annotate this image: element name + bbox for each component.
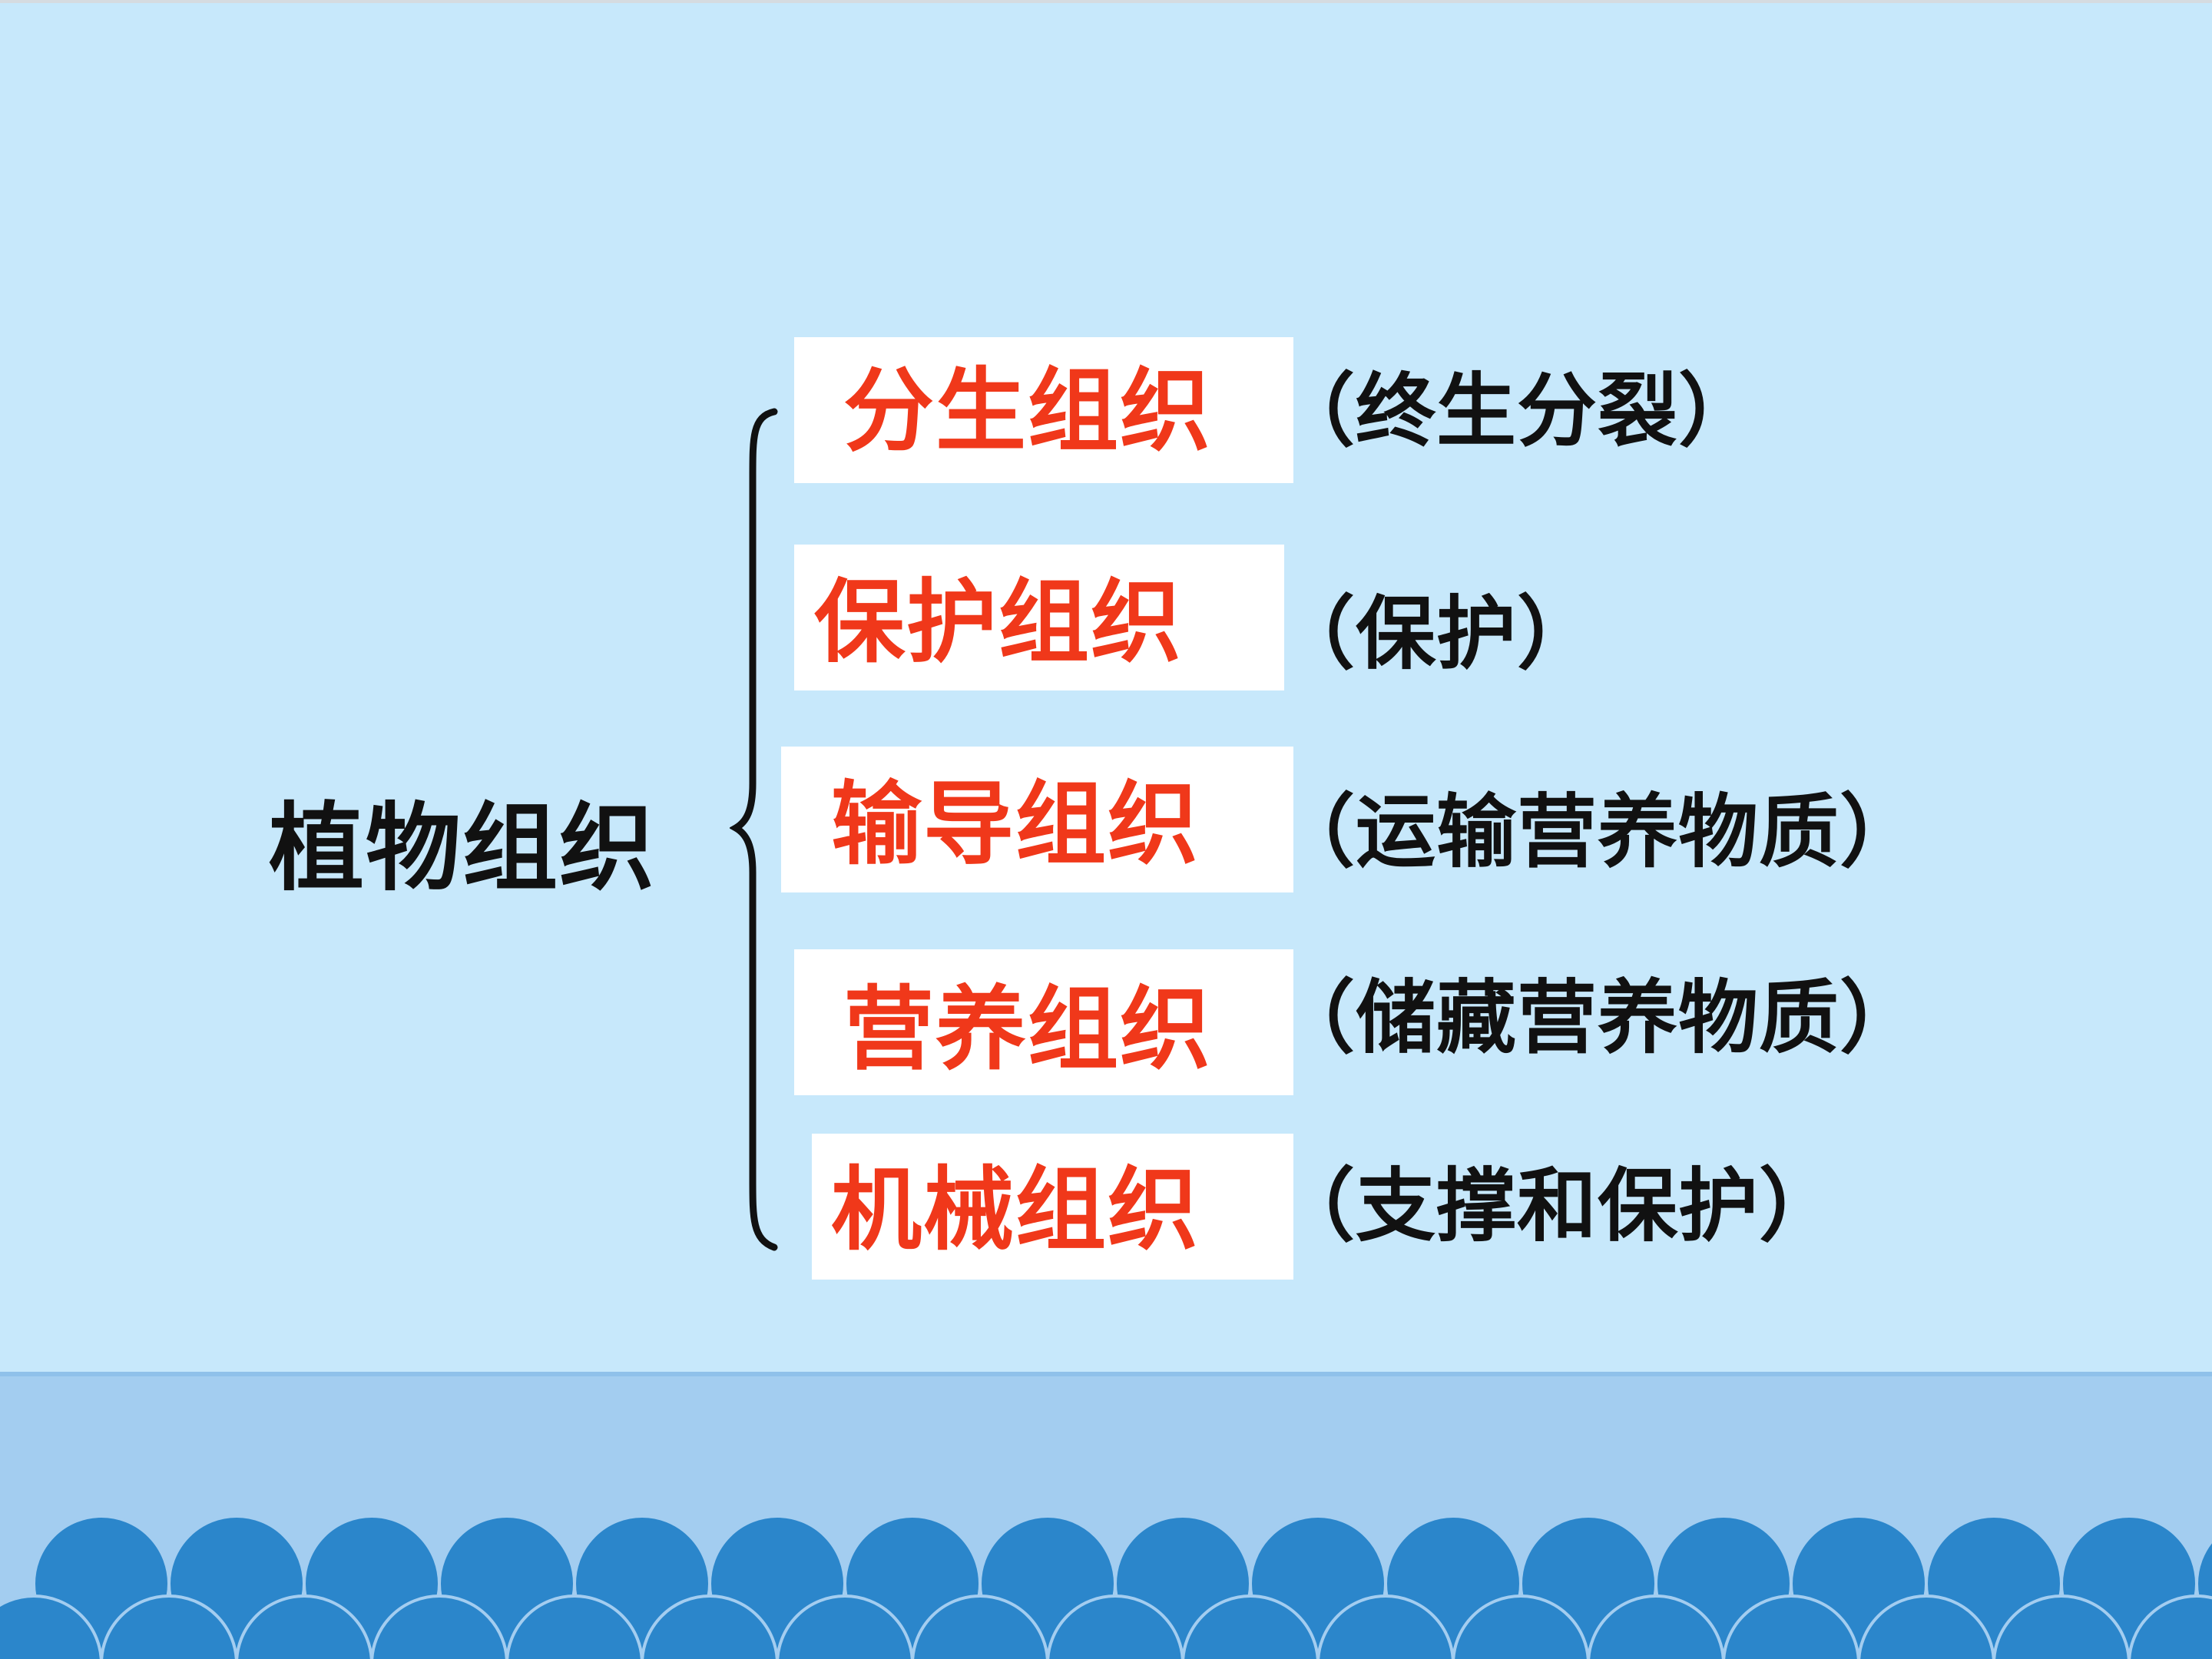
term-nutritive: 营养组织 bbox=[843, 975, 1213, 1082]
root-label: 植物组织 bbox=[269, 793, 657, 904]
wave-bump bbox=[641, 1594, 779, 1659]
wave-bump bbox=[1181, 1594, 1320, 1659]
desc-meristematic: （终生分裂） bbox=[1275, 363, 1760, 458]
top-border bbox=[0, 0, 2212, 3]
term-meristematic: 分生组织 bbox=[843, 357, 1213, 464]
desc-conducting: （运输营养物质） bbox=[1275, 784, 1921, 879]
term-protective: 保护组织 bbox=[814, 568, 1184, 675]
wave-bump bbox=[911, 1594, 1049, 1659]
wave-pattern bbox=[0, 1515, 2212, 1659]
desc-mechanical: （支撑和保护） bbox=[1275, 1158, 1840, 1253]
term-box-protective bbox=[794, 545, 1284, 690]
term-mechanical: 机械组织 bbox=[831, 1156, 1200, 1263]
term-box-nutritive bbox=[794, 949, 1293, 1095]
sea-band bbox=[0, 1372, 2212, 1659]
term-box-meristematic bbox=[794, 337, 1293, 483]
desc-protective: （保护） bbox=[1275, 586, 1598, 680]
wave-bump bbox=[1452, 1594, 1590, 1659]
desc-nutritive: （储藏营养物质） bbox=[1275, 970, 1921, 1065]
wave-bump bbox=[1587, 1594, 1725, 1659]
wave-bump bbox=[100, 1594, 238, 1659]
term-box-mechanical bbox=[812, 1134, 1293, 1280]
wave-bump bbox=[0, 1594, 103, 1659]
wave-bump bbox=[1992, 1594, 2131, 1659]
wave-bump bbox=[2128, 1594, 2212, 1659]
wave-bump bbox=[235, 1594, 373, 1659]
wave-bump bbox=[776, 1594, 914, 1659]
sea-top-edge bbox=[0, 1372, 2212, 1376]
term-conducting: 输导组织 bbox=[831, 770, 1200, 877]
wave-bump bbox=[1857, 1594, 1995, 1659]
curly-brace-icon bbox=[730, 408, 778, 1251]
term-box-conducting bbox=[781, 747, 1293, 892]
wave-bump bbox=[1722, 1594, 1860, 1659]
wave-bump bbox=[1316, 1594, 1455, 1659]
wave-bump bbox=[370, 1594, 508, 1659]
wave-bump bbox=[1046, 1594, 1184, 1659]
wave-bump bbox=[505, 1594, 644, 1659]
